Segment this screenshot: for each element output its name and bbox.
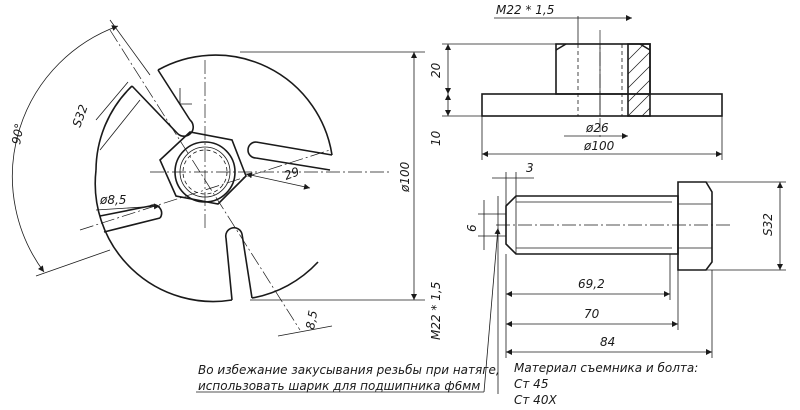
bolt-view: 3 6 M22 * 1,5 S32 69,2 70 84 <box>429 161 786 394</box>
dia-dim-label: ø100 <box>583 139 615 153</box>
slot-right <box>247 141 333 171</box>
chamfer-dim-label: 3 <box>526 161 534 175</box>
nut-thread-dim-label: M22 * 1,5 <box>496 3 554 17</box>
head-dim-label: S32 <box>761 213 775 236</box>
material-1: Ст 45 <box>514 377 548 391</box>
bore-dim-label: ø26 <box>585 121 609 135</box>
outer-dim-label: ø100 <box>398 161 412 193</box>
slot-lower <box>224 226 253 301</box>
disc-outline <box>94 54 333 303</box>
nut-section-view: M22 * 1,5 20 10 ø26 ø100 <box>429 3 723 160</box>
notes: Во избежание закусывания резьбы при натя… <box>196 227 698 407</box>
section-hatch <box>627 43 651 117</box>
center-line-diag1 <box>109 29 301 331</box>
slot-width-dim-line <box>277 325 333 337</box>
slot-offset-dim-label: 29 <box>282 164 301 182</box>
hole-dim-label: ø8,5 <box>99 193 126 207</box>
plate-dim-label: 10 <box>429 130 443 146</box>
note-line-1: Во избежание закусывания резьбы при натя… <box>198 363 500 377</box>
angle-dim-arc <box>11 25 119 273</box>
nut-body <box>555 43 651 95</box>
bolt-thread-dim-label: M22 * 1,5 <box>429 282 443 340</box>
hex-dim-line <box>99 99 141 151</box>
tip-dim-label: 6 <box>465 224 479 232</box>
note-line-2: использовать шарик для подшипника ф6мм <box>198 379 480 393</box>
material-title: Материал съемника и болта: <box>514 361 698 375</box>
len2-dim-label: 70 <box>584 307 600 321</box>
top-view: 90° S32 ø8,5 29 ø100 8,5 <box>9 19 425 337</box>
material-2: Ст 40Х <box>514 393 557 407</box>
angle-dim-label: 90° <box>9 122 26 145</box>
slot-upper-left <box>131 69 194 137</box>
hex-dim-label: S32 <box>70 103 91 129</box>
slot-width-dim-label: 8,5 <box>303 309 320 330</box>
bolt-head <box>677 181 713 271</box>
height-dim-label: 20 <box>429 62 443 78</box>
len1-dim-label: 69,2 <box>578 277 605 291</box>
slot-offset-dim-line <box>245 172 311 190</box>
hole-leader <box>95 203 161 211</box>
plate <box>481 93 723 117</box>
len3-dim-label: 84 <box>600 335 615 349</box>
